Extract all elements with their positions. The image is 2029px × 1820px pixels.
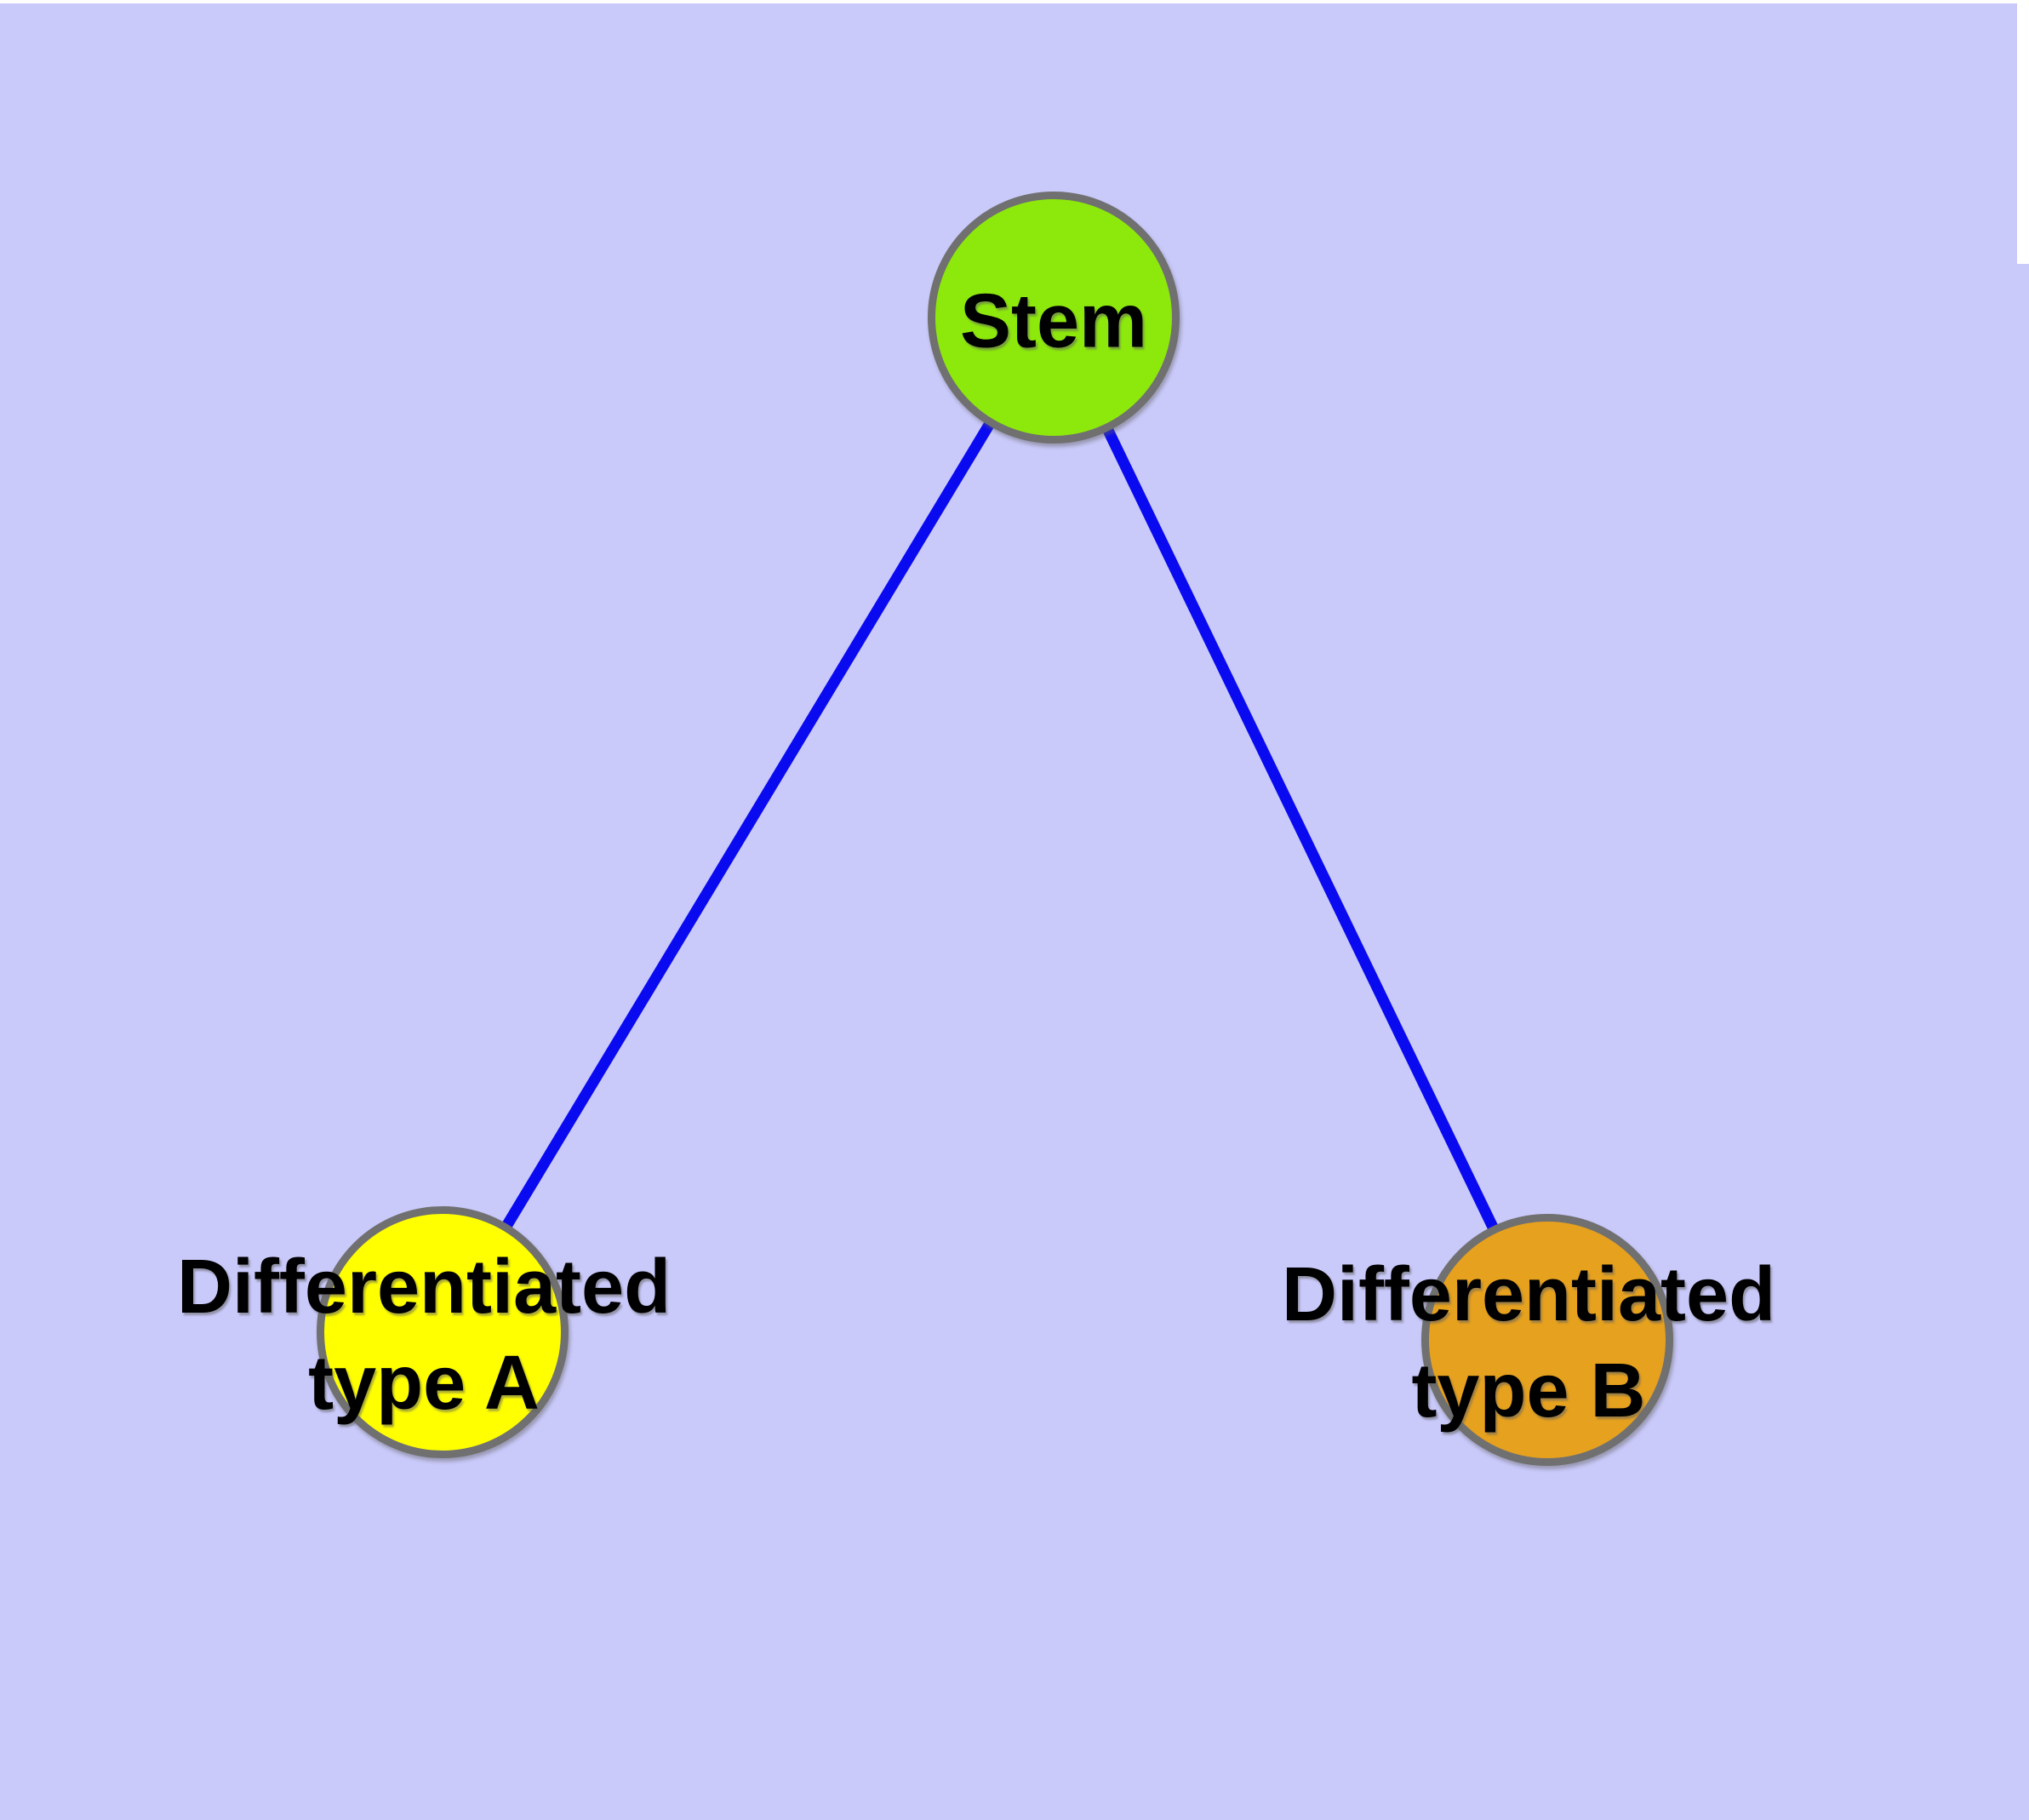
node-type-b-label: Differentiated type B: [1282, 1247, 1775, 1439]
edge-stem-to-type-b: [1049, 315, 1552, 1342]
node-type-b-label-line-2: type B: [1411, 1348, 1646, 1434]
window-top-edge: [0, 0, 2029, 3]
node-type-b-label-line-1: Differentiated: [1281, 1252, 1776, 1337]
node-type-a-circle: [317, 1206, 569, 1458]
edge-stem-to-type-a: [437, 314, 1059, 1336]
window-right-edge: [2017, 0, 2029, 264]
node-type-a-label-line-1: Differentiated: [176, 1245, 672, 1330]
node-stem-circle: [928, 192, 1180, 444]
node-stem-label-line-1: Stem: [959, 278, 1148, 364]
node-stem-label: Stem: [960, 274, 1147, 370]
node-type-b-circle: [1421, 1214, 1673, 1466]
node-type-a-label-line-2: type A: [308, 1341, 540, 1426]
node-type-a-label: Differentiated type A: [177, 1239, 671, 1432]
